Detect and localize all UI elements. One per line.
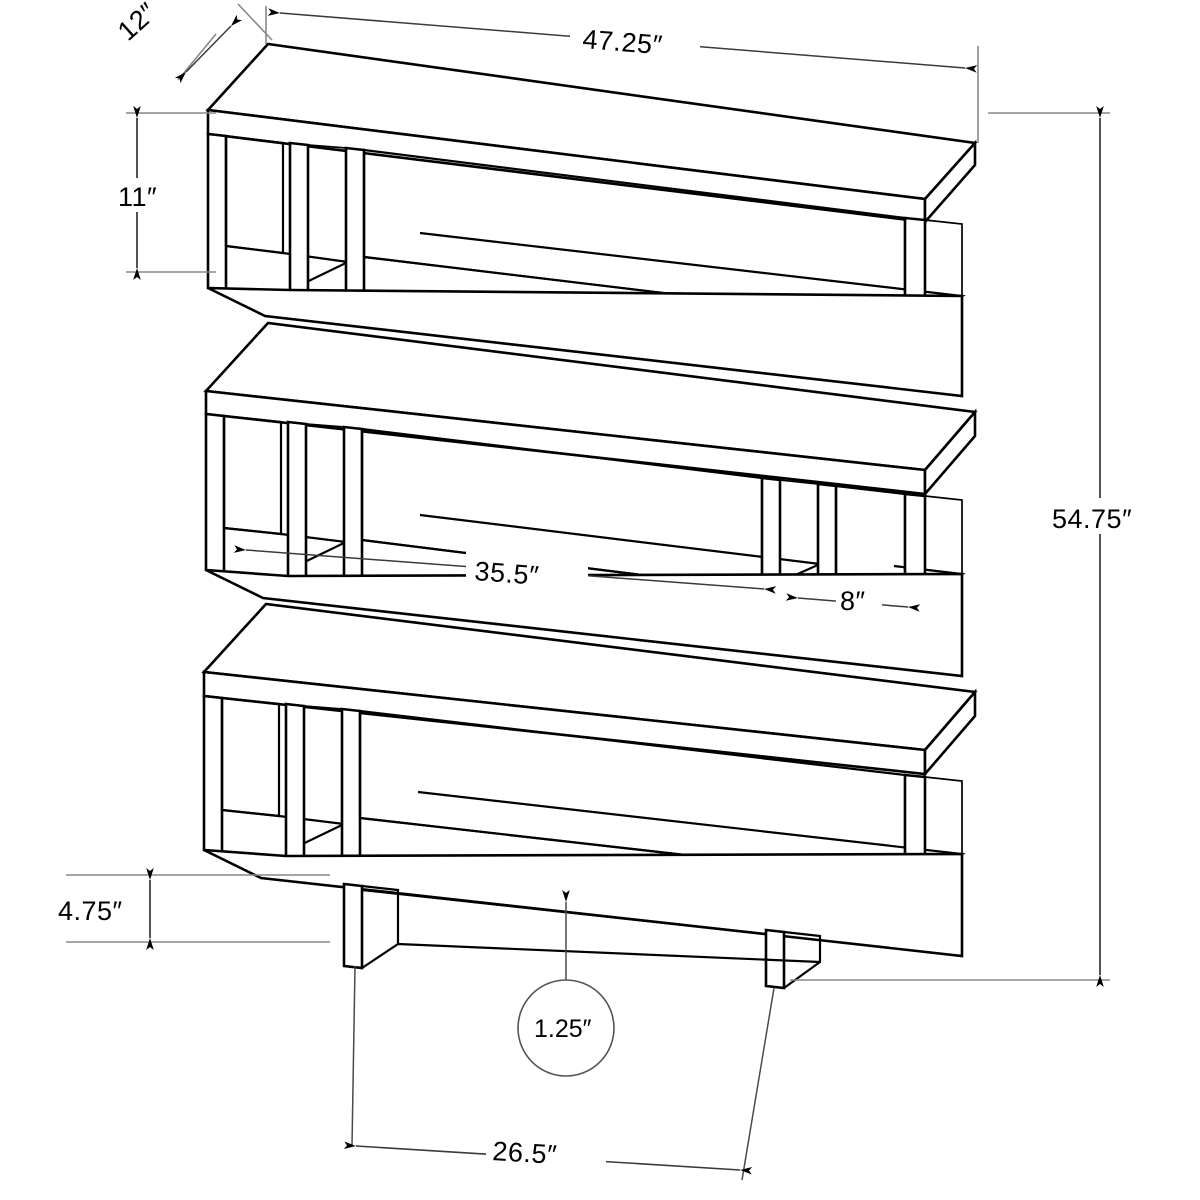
bookcase-body xyxy=(201,42,978,990)
span-ext-line-left xyxy=(351,965,356,1147)
legs-group xyxy=(342,882,822,990)
top-tier-right-panel-outer xyxy=(924,219,963,296)
panel-thickness-dim-label: 1.25″ xyxy=(534,1015,592,1043)
top-tier-divider-back xyxy=(344,146,366,304)
dimension-overall-width: 47.25″ xyxy=(265,6,979,143)
base-clearance-dim-label: 4.75″ xyxy=(58,896,123,926)
middle-shelf-right-end xyxy=(923,408,977,498)
span265-label-mask xyxy=(486,1128,606,1164)
top-tier-bottom-board xyxy=(207,286,964,398)
dimension-shelf-height: 11″ xyxy=(112,106,216,280)
long-shelf-width-dim-label: 35.5″ xyxy=(474,556,541,591)
bottom-divider-top-link xyxy=(303,705,343,710)
middle-post-top-link xyxy=(779,479,819,485)
left-cube-floor xyxy=(225,244,352,291)
thickness-callout-circle xyxy=(517,979,615,1077)
top-tier-left-panel xyxy=(206,132,228,292)
dimension-panel-thickness-callout: 1.25″ xyxy=(517,890,615,1077)
overall-width-dim-label: 47.25″ xyxy=(582,24,664,60)
dimension-base-clearance: 4.75″ xyxy=(54,868,330,950)
width355-label-mask xyxy=(466,552,588,586)
bottom-tier-left-panel xyxy=(202,694,224,854)
height475-label-mask xyxy=(54,893,146,927)
dimension-long-shelf-width: 35.5″ xyxy=(233,545,777,594)
top-tier-divider-front xyxy=(288,141,310,299)
dimension-side-compartment: 8″ xyxy=(785,583,921,616)
middle-divider-top-link xyxy=(305,423,345,428)
height11-label-mask xyxy=(112,178,174,212)
middle-tier-divider-back xyxy=(342,425,364,585)
bottom-left-cube-floor xyxy=(221,808,348,853)
right-back-leg xyxy=(783,930,822,989)
under-stretcher-bottom xyxy=(397,942,821,964)
side-compartment-width-dim-label: 8″ xyxy=(840,586,866,616)
shelf-opening-height-dim-label: 11″ xyxy=(118,182,157,212)
top-shelf-right-end xyxy=(923,139,977,226)
overall-height-dim-label: 54.75″ xyxy=(1052,504,1132,534)
bottom-tier-right-panel-outer xyxy=(924,776,963,854)
left-back-leg xyxy=(361,884,400,969)
width-label-mask xyxy=(570,20,700,54)
dimension-overall-height: 54.75″ xyxy=(790,106,1178,987)
height-total-label-mask xyxy=(1046,498,1178,534)
bottom-tier-divider-back xyxy=(340,707,362,865)
bottom-tier-divider-front xyxy=(284,702,306,860)
dimension-bottom-span: 26.5″ xyxy=(343,965,775,1181)
tier-top xyxy=(205,42,978,398)
bottom-span-width-dim-label: 26.5″ xyxy=(492,1136,558,1170)
middle-tier-right-panel-outer xyxy=(924,495,963,574)
middle-tier-left-panel xyxy=(204,412,226,574)
under-stretcher-top xyxy=(361,888,767,936)
depth-dim-line xyxy=(174,14,243,84)
width8-label-mask xyxy=(836,583,882,615)
bottom-shelf-right-end xyxy=(923,688,977,778)
left-front-leg xyxy=(342,882,364,970)
divider-top-link xyxy=(307,144,347,149)
